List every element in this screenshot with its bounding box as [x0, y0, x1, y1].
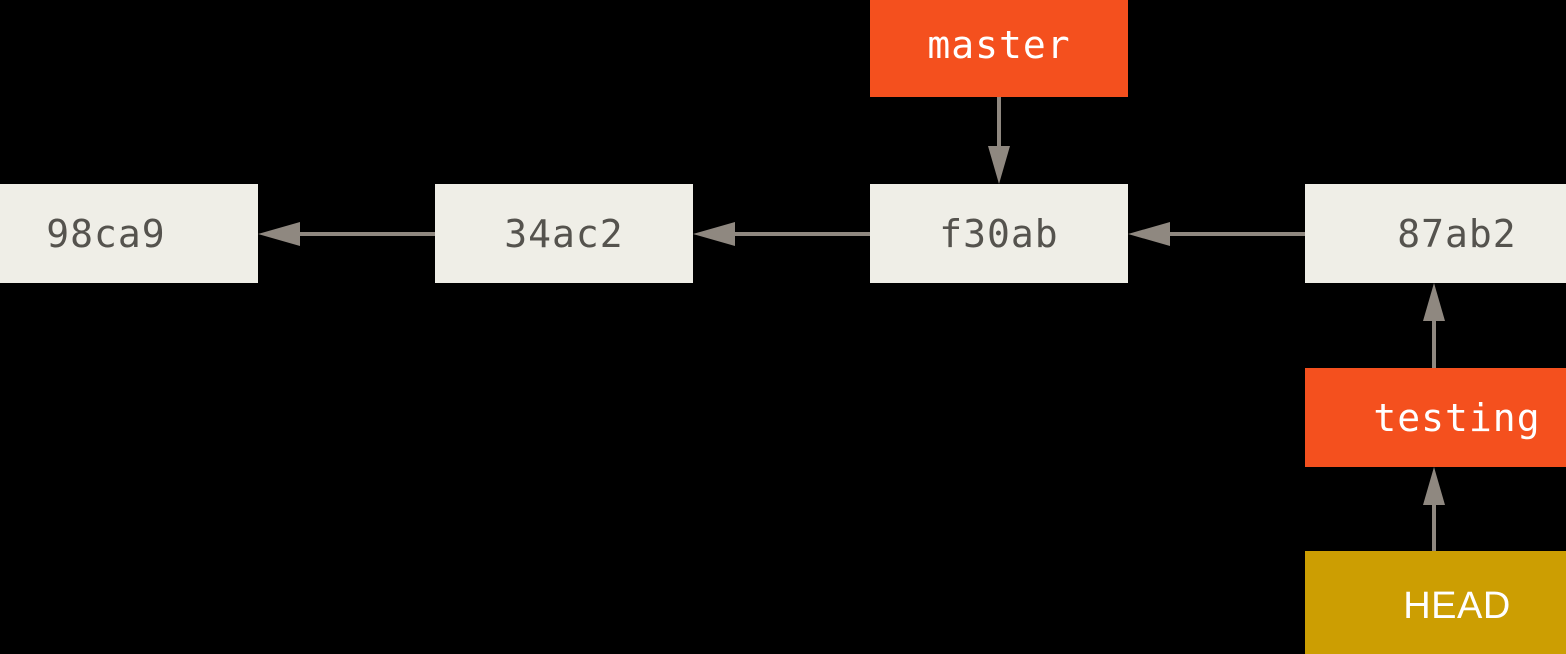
- edge-f30ab-to-34ac2: [693, 222, 870, 246]
- edge-master-to-f30ab: [987, 97, 1011, 184]
- edge-head-to-testing: [1422, 467, 1446, 551]
- commit-node-34ac2[interactable]: 34ac2: [435, 184, 693, 283]
- branch-name: testing: [1373, 395, 1541, 440]
- commit-label: 87ab2: [1397, 211, 1517, 256]
- commit-label: 98ca9: [46, 211, 166, 256]
- edge-testing-to-87ab2: [1422, 283, 1446, 368]
- commit-node-87ab2[interactable]: 87ab2: [1305, 184, 1566, 283]
- edge-34ac2-to-98ca9: [258, 222, 435, 246]
- edge-87ab2-to-f30ab: [1128, 222, 1305, 246]
- head-label: HEAD: [1403, 585, 1511, 627]
- commit-node-f30ab[interactable]: f30ab: [870, 184, 1128, 283]
- commit-label: 34ac2: [504, 211, 624, 256]
- branch-label-testing[interactable]: testing: [1305, 368, 1566, 467]
- branch-name: master: [927, 22, 1071, 67]
- commit-node-98ca9[interactable]: 98ca9: [0, 184, 258, 283]
- head-pointer[interactable]: HEAD: [1305, 551, 1566, 654]
- commit-label: f30ab: [939, 211, 1059, 256]
- branch-label-master[interactable]: master: [870, 0, 1128, 97]
